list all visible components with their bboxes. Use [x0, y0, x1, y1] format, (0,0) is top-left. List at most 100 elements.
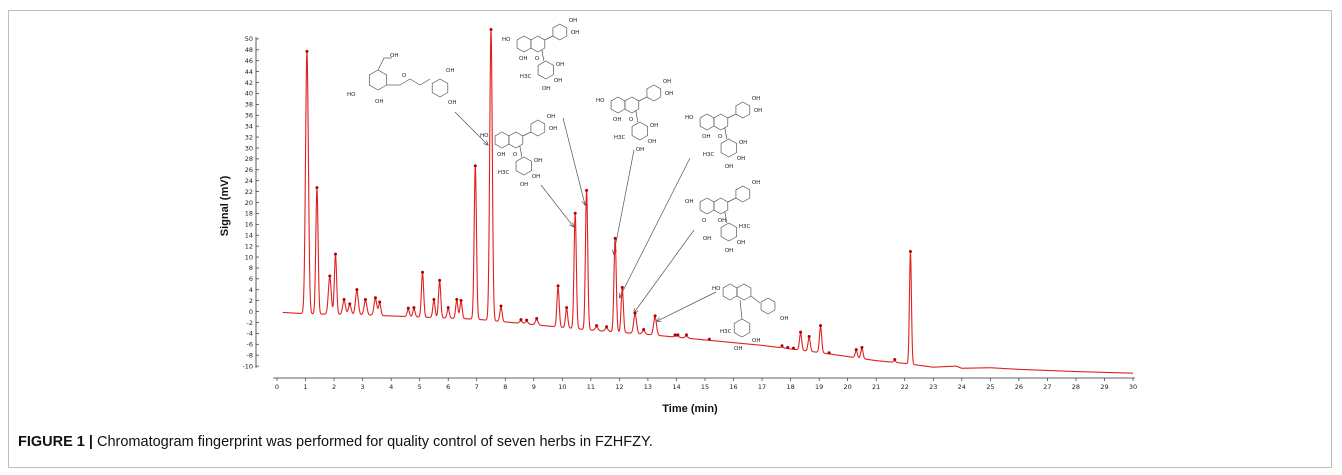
structure-atom-label: OH: [752, 96, 760, 102]
peak-marker: [827, 351, 831, 355]
y-tick-label: 30: [245, 144, 253, 152]
x-tick-label: 7: [475, 383, 479, 391]
peak-marker: [799, 330, 803, 334]
peak-marker: [573, 211, 577, 215]
peak-marker: [432, 297, 436, 301]
peak-marker: [355, 288, 359, 292]
x-tick-label: 11: [587, 383, 595, 391]
structure-atom-label: OH: [549, 126, 557, 132]
structure-atom-label: OH: [752, 180, 760, 186]
peak-marker: [406, 306, 410, 310]
structure-atom-label: HO: [596, 98, 605, 104]
x-tick-label: 1: [303, 383, 307, 391]
structure-atom-label: OH: [725, 164, 733, 170]
x-tick-label: 26: [1015, 383, 1023, 391]
peak-marker: [373, 296, 377, 300]
structure-atom-label: H3C: [520, 74, 532, 80]
structure-atom-label: OH: [497, 152, 505, 158]
structure-atom-label: OH: [780, 316, 788, 322]
peak-marker: [328, 274, 332, 278]
structure-atom-label: H3C: [739, 224, 751, 230]
structure-atom-label: H3C: [720, 329, 732, 335]
y-tick-label: 44: [245, 68, 253, 76]
structure-atom-label: OH: [648, 139, 656, 145]
x-tick-label: 27: [1043, 383, 1051, 391]
structure-atom-label: OH: [718, 218, 726, 224]
figure-frame: [8, 10, 1332, 468]
peak-arrow: [633, 229, 695, 314]
y-tick-label: 50: [245, 35, 253, 43]
peak-marker: [459, 299, 463, 303]
x-tick-label: 28: [1072, 383, 1080, 391]
peak-markers: [305, 28, 912, 361]
peak-marker: [421, 270, 425, 274]
y-tick-label: 26: [245, 166, 253, 174]
peak-marker: [642, 327, 646, 331]
peak-marker: [378, 300, 382, 304]
y-tick-label: 22: [245, 188, 253, 196]
peak-marker: [676, 333, 680, 337]
structure-atom-label: O: [535, 56, 540, 62]
x-tick-label: 17: [758, 383, 766, 391]
x-tick-label: 10: [558, 383, 566, 391]
peak-marker: [860, 345, 864, 349]
figure-caption-label: FIGURE 1 |: [18, 434, 93, 450]
structure-atom-label: OH: [446, 68, 454, 74]
y-tick-label: 40: [245, 90, 253, 98]
y-tick-label: -8: [247, 351, 253, 359]
x-tick-label: 16: [729, 383, 737, 391]
structure-atom-label: H3C: [498, 170, 510, 176]
structure-atom-label: OH: [650, 123, 658, 129]
structure-atom-label: OH: [554, 78, 562, 84]
x-tick-label: 24: [958, 383, 966, 391]
y-tick-label: 20: [245, 199, 253, 207]
x-tick-label: 6: [446, 383, 450, 391]
structure-atom-label: HO: [712, 286, 721, 292]
peak-marker: [807, 335, 811, 339]
structure-atom-label: OH: [752, 338, 760, 344]
structure-atom-label: OH: [739, 140, 747, 146]
peak-marker: [565, 306, 569, 310]
peak-arrow-head: [483, 140, 489, 146]
y-tick-label: -10: [242, 362, 253, 370]
peak-marker: [333, 252, 337, 256]
peak-marker: [613, 236, 617, 240]
y-tick-label: 24: [245, 177, 253, 185]
structure-atom-label: OH: [737, 156, 745, 162]
structure-atom-label: OH: [520, 182, 528, 188]
structure-atom-label: O: [513, 152, 518, 158]
x-tick-label: 13: [644, 383, 652, 391]
peak-marker: [438, 278, 442, 282]
y-tick-label: -6: [247, 341, 253, 349]
peak-marker: [348, 302, 352, 306]
structure-atom-label: OH: [754, 108, 762, 114]
peak-marker: [791, 346, 795, 350]
x-tick-label: 30: [1129, 383, 1137, 391]
y-tick-label: -4: [247, 330, 253, 338]
peak-marker: [535, 317, 539, 321]
structure-atom-label: OH: [663, 79, 671, 85]
structure-atom-label: OH: [685, 199, 693, 205]
peak-marker: [585, 188, 589, 192]
y-tick-label: 10: [245, 253, 253, 261]
peak-marker: [653, 314, 657, 318]
structure-atom-label: OH: [547, 114, 555, 120]
peak-marker: [620, 285, 624, 289]
peak-marker: [342, 297, 346, 301]
structure-atom-label: OH: [390, 53, 398, 59]
structure-atom-label: OH: [702, 134, 710, 140]
x-tick-label: 19: [815, 383, 823, 391]
y-tick-label: 32: [245, 133, 253, 141]
structure-atom-label: OH: [534, 158, 542, 164]
structure-atom-label: OH: [725, 248, 733, 254]
peak-marker: [305, 49, 309, 53]
peak-marker: [854, 348, 858, 352]
structure-atom-label: OH: [448, 100, 456, 106]
structure-atom-label: HO: [685, 115, 694, 121]
